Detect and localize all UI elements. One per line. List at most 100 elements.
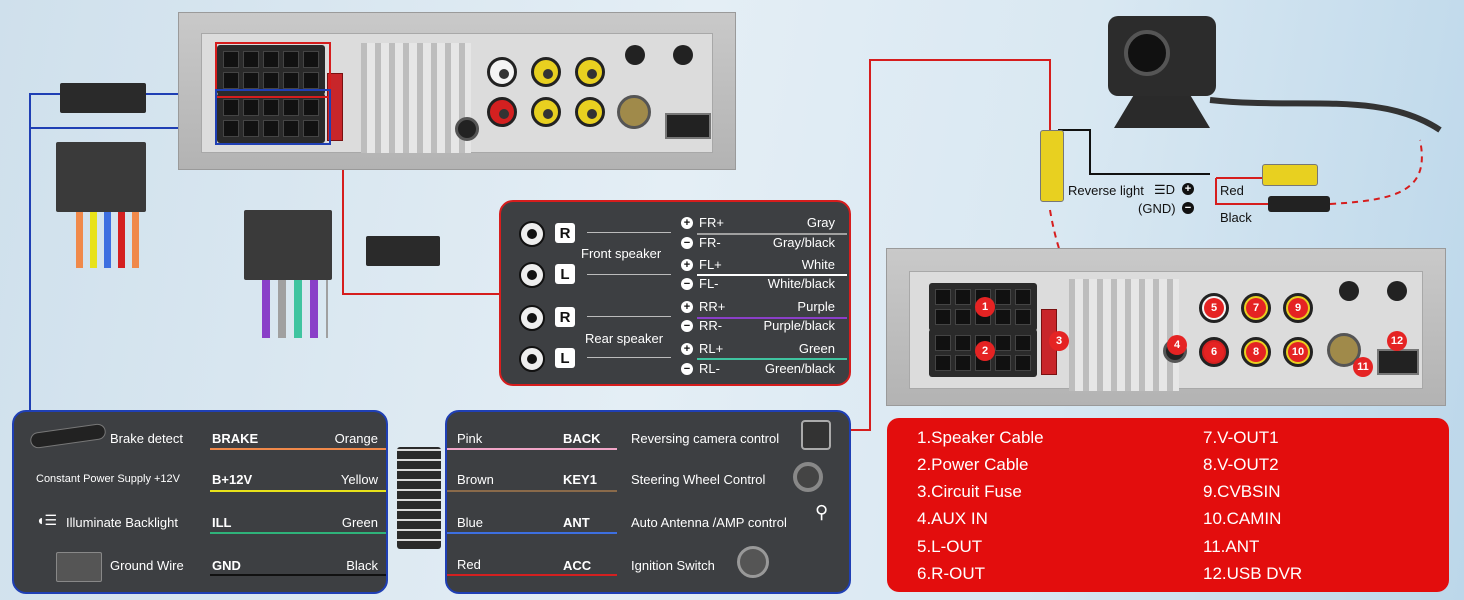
arrow-rr xyxy=(587,316,671,317)
legend-item: 3.Circuit Fuse xyxy=(917,482,1022,501)
color-rr-plus: Purple xyxy=(797,299,835,314)
plus-icon: + xyxy=(681,343,693,355)
camera-cable xyxy=(1209,97,1442,133)
ground-wire-label: Ground Wire xyxy=(110,558,184,573)
harness-highlight-red xyxy=(215,42,331,98)
speaker-fl-side: L xyxy=(555,264,575,284)
wire-black xyxy=(210,574,386,576)
orange-label: Orange xyxy=(334,431,378,446)
port-number-badge: 7 xyxy=(1246,298,1266,318)
speaker-fr-side: R xyxy=(555,223,575,243)
usb-port xyxy=(665,113,711,139)
wire-yellow xyxy=(210,490,386,492)
minus-icon: − xyxy=(681,363,693,375)
code-rr-minus: RR- xyxy=(699,318,723,333)
headlight-icon: ◖☰ xyxy=(36,512,58,528)
speaker-fr-icon xyxy=(519,221,545,247)
port-number-badge: 10 xyxy=(1288,342,1308,362)
color-rr-minus: Purple/black xyxy=(763,318,835,333)
legend-item: 1.Speaker Cable xyxy=(917,428,1044,447)
code-rl-minus: RL- xyxy=(699,361,720,376)
speaker-rl-icon xyxy=(519,346,545,372)
rca-yellow-2 xyxy=(575,57,605,87)
usb-port xyxy=(1377,349,1419,375)
reverse-wire xyxy=(1058,129,1210,175)
fuse-block-small xyxy=(60,83,146,113)
code-rr-plus: RR+ xyxy=(699,299,726,314)
head-unit-right: 1 2 3 4 5 6 7 8 9 10 11 12 xyxy=(886,248,1446,406)
power-panel: Brake detect BRAKE Orange Constant Power… xyxy=(12,410,388,594)
iso-connector-bottom xyxy=(929,329,1037,377)
speaker-rr-side: R xyxy=(555,307,575,327)
color-fl-plus: White xyxy=(801,257,835,272)
wire-purple xyxy=(697,317,847,319)
battery-icon xyxy=(56,552,102,582)
black-wire-label: Black xyxy=(1220,210,1252,225)
constant-power-label: Constant Power Supply +12V xyxy=(36,473,181,485)
fuse-block-small-2 xyxy=(366,236,440,266)
color-fr-minus: Gray/black xyxy=(772,235,835,250)
antenna-icon: ⚲ xyxy=(815,502,829,522)
legend-item: 8.V-OUT2 xyxy=(1203,455,1279,474)
legend-item: 4.AUX IN xyxy=(917,509,988,528)
red-wire-label: Red xyxy=(1220,183,1244,198)
ignition-switch-label: Ignition Switch xyxy=(631,558,715,573)
color-rl-minus: Green/black xyxy=(764,361,835,376)
code-fr-plus: FR+ xyxy=(699,215,724,230)
ill-code: ILL xyxy=(212,515,232,530)
legend-item: 2.Power Cable xyxy=(917,455,1029,474)
camera-rca-yellow xyxy=(1040,130,1064,202)
speaker-fl-icon xyxy=(519,262,545,288)
speaker-harness-wires xyxy=(262,280,328,338)
port-legend: 1.Speaker Cable 2.Power Cable 3.Circuit … xyxy=(887,418,1449,592)
legend-item: 7.V-OUT1 xyxy=(1203,428,1279,447)
port-number-badge: 1 xyxy=(975,297,995,317)
antenna-port xyxy=(617,95,651,129)
port-number-badge: 3 xyxy=(1049,331,1069,351)
acc-code: ACC xyxy=(563,558,592,573)
port-number-badge: 4 xyxy=(1167,335,1187,355)
rca-yellow-1 xyxy=(531,57,561,87)
legend-item: 11.ANT xyxy=(1203,537,1260,556)
arrow-fl xyxy=(587,274,671,275)
red-label: Red xyxy=(457,557,481,572)
camera-lens xyxy=(1124,30,1170,76)
auto-antenna-label: Auto Antenna /AMP control xyxy=(631,515,787,530)
color-rl-plus: Green xyxy=(798,341,835,356)
plus-icon: + xyxy=(681,217,693,229)
power-harness-plug xyxy=(56,142,146,212)
antenna-port xyxy=(1327,333,1361,367)
color-fl-minus: White/black xyxy=(767,276,835,291)
head-unit-top xyxy=(178,12,736,170)
rear-speaker-label: Rear speaker xyxy=(585,331,664,346)
steering-wheel-label: Steering Wheel Control xyxy=(631,472,766,487)
speaker-rr-icon xyxy=(519,305,545,331)
minus-icon: − xyxy=(681,278,693,290)
wire-white xyxy=(697,274,847,276)
key1-code: KEY1 xyxy=(563,472,597,487)
rca-yellow-cable-plug xyxy=(1262,164,1318,186)
code-fl-minus: FL- xyxy=(699,276,719,291)
cooling-fins xyxy=(361,43,471,153)
gnd-label: (GND) xyxy=(1138,201,1176,216)
ant-code: ANT xyxy=(563,515,590,530)
camera-link-line xyxy=(848,59,1051,431)
arrow-rl xyxy=(587,357,671,358)
b12v-code: B+12V xyxy=(212,472,253,487)
control-panel: Pink BACK Reversing camera control Brown… xyxy=(445,410,851,594)
wire-green xyxy=(697,358,847,360)
yellow-label: Yellow xyxy=(340,472,378,487)
camera-icon xyxy=(801,420,831,450)
red-bracket-line xyxy=(1215,178,1290,205)
gnd-code: GND xyxy=(212,558,241,573)
brown-label: Brown xyxy=(457,472,494,487)
illuminate-label: Illuminate Backlight xyxy=(66,515,178,530)
speaker-rl-side: L xyxy=(555,348,575,368)
brake-detect-label: Brake detect xyxy=(110,431,183,446)
wire-gray xyxy=(697,233,847,235)
color-fr-plus: Gray xyxy=(806,215,835,230)
wire-blue xyxy=(447,532,617,534)
rca-yellow-3 xyxy=(531,97,561,127)
brake-code: BRAKE xyxy=(212,431,259,446)
legend-item: 12.USB DVR xyxy=(1203,564,1303,583)
